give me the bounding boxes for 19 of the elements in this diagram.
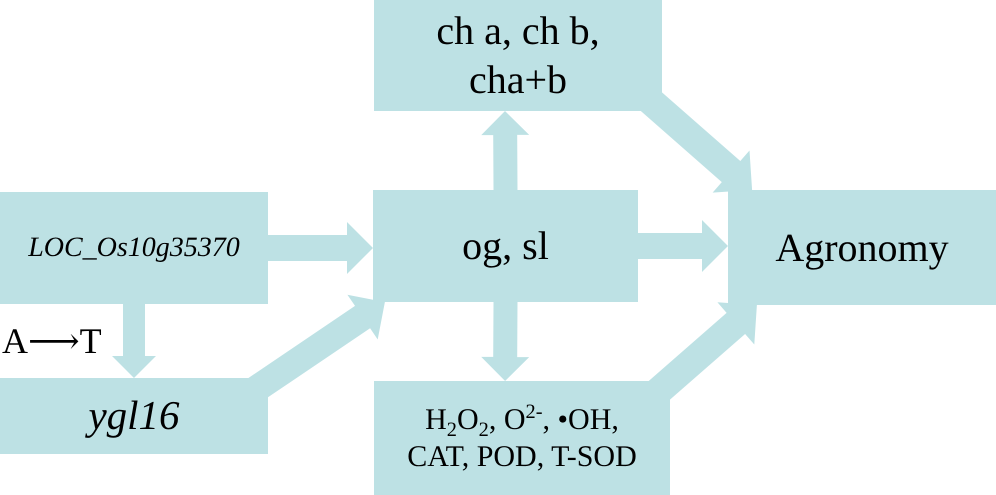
process-box xyxy=(374,0,662,111)
box-label: H$_{2}$O$_{2}$, O$^{2-}$, •OH, CAT, POD, T-SOD xyxy=(406,400,638,475)
process-box xyxy=(0,192,268,304)
process-box xyxy=(728,190,996,305)
process-box xyxy=(373,190,638,302)
box-label: ch a, ch b, cha+b xyxy=(435,6,601,104)
box-label: og, sl xyxy=(462,222,549,270)
block-arrow xyxy=(248,294,385,398)
block-arrow xyxy=(640,92,752,193)
block-arrow xyxy=(481,302,530,381)
box-label: LOC_Os10g35370 xyxy=(28,231,240,265)
block-arrow xyxy=(648,302,757,400)
box-label: Agronomy xyxy=(775,224,949,272)
block-arrow xyxy=(638,220,728,272)
process-box xyxy=(0,378,268,454)
block-arrow xyxy=(112,304,156,378)
process-box xyxy=(374,381,670,495)
block-arrow xyxy=(268,222,373,274)
block-arrow xyxy=(481,111,530,190)
